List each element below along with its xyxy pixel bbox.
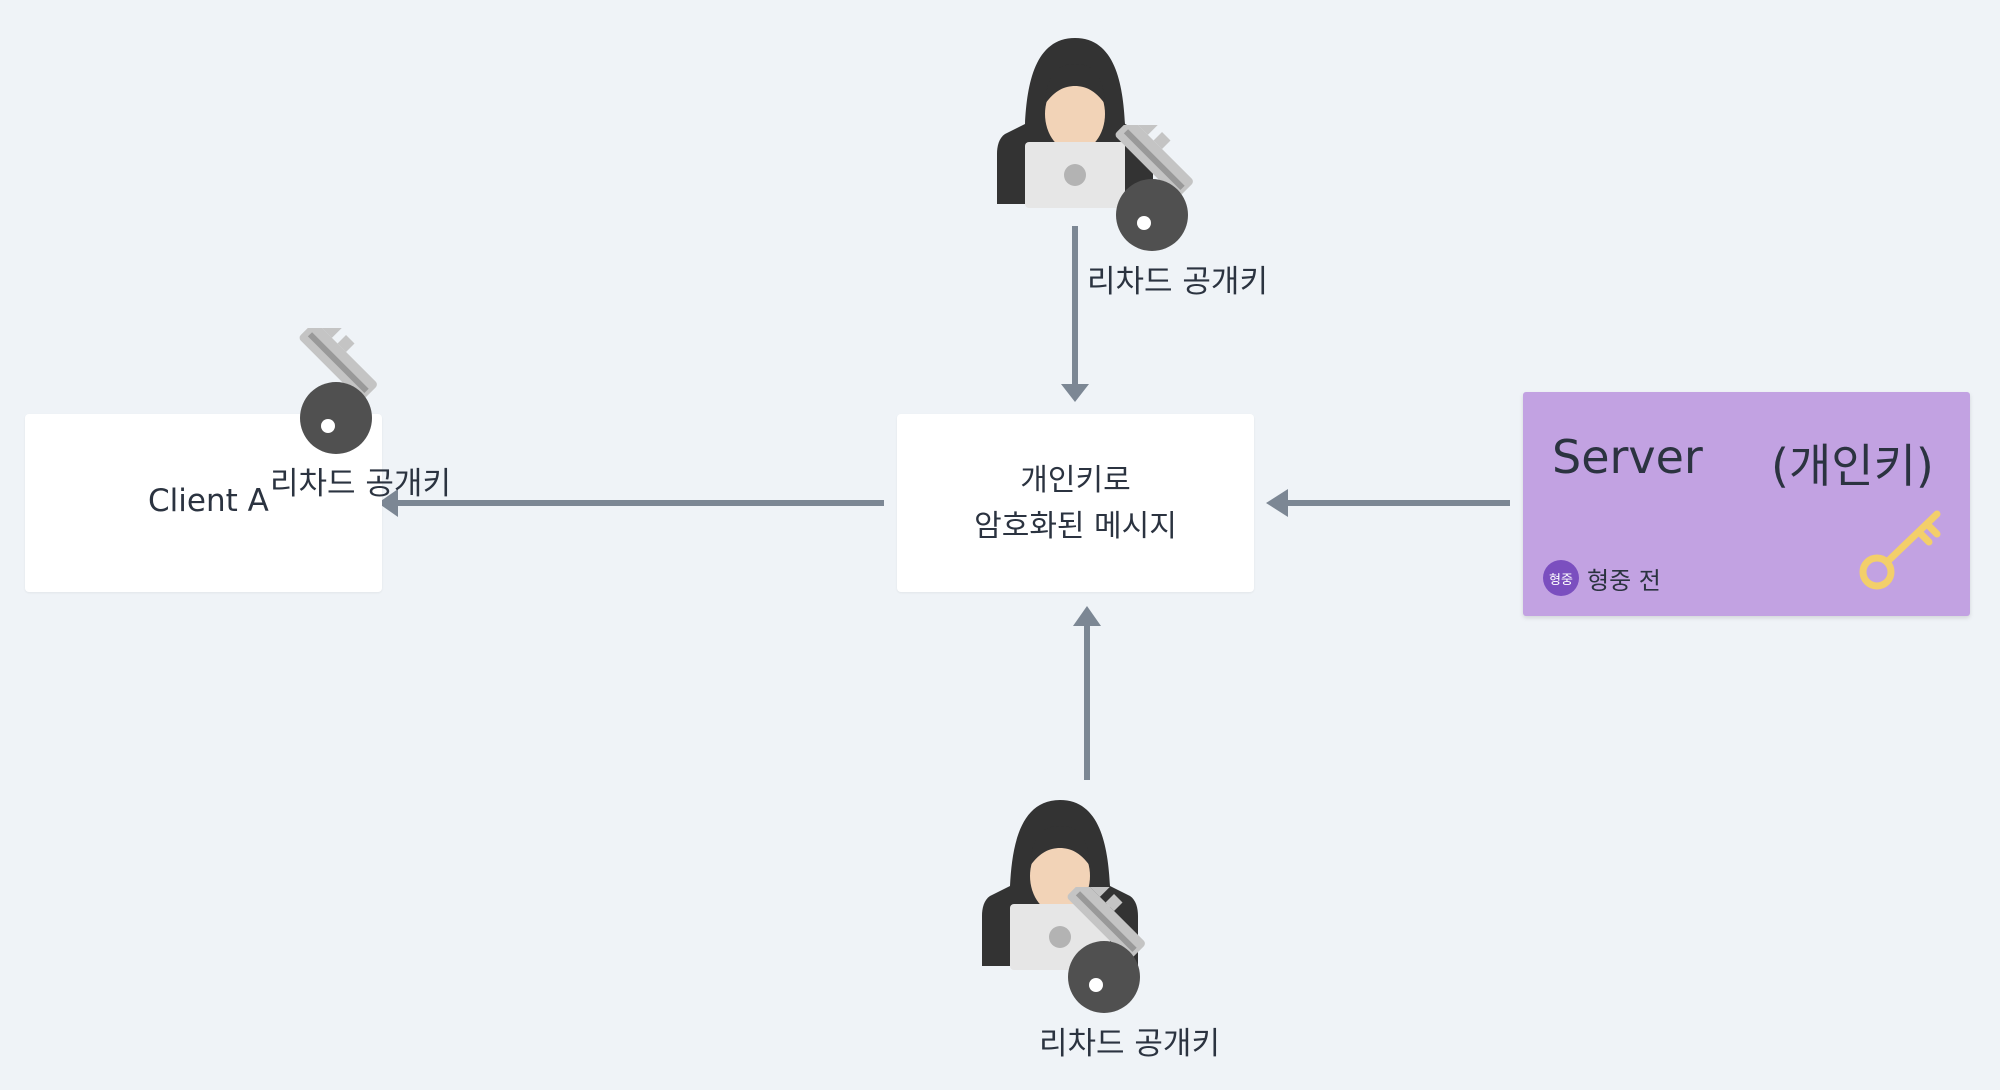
- gray-key-icon-bottom: [1067, 887, 1145, 1013]
- sticky-author: 형중 형중 전: [1543, 560, 1661, 596]
- server-title: Server: [1552, 430, 1703, 484]
- message-line-1: 개인키로: [1020, 463, 1131, 498]
- server-sticky-note[interactable]: Server (개인키) 형중 형중 전: [1523, 392, 1970, 616]
- bottom-key-label: 리차드 공개키: [1039, 1026, 1220, 1062]
- arrow-top-to-message: [1061, 226, 1089, 402]
- arrow-server-to-message: [1266, 489, 1510, 517]
- client-label: Client A: [148, 483, 269, 519]
- server-subtitle: (개인키): [1771, 439, 1934, 493]
- arrow-bottom-to-message: [1073, 606, 1101, 780]
- gray-key-icon-top: [1115, 125, 1193, 251]
- top-key-label: 리차드 공개키: [1087, 264, 1268, 300]
- client-key-label: 리차드 공개키: [270, 466, 451, 502]
- encrypted-message-box[interactable]: [897, 414, 1254, 592]
- gray-key-icon-client: [299, 328, 377, 454]
- hacker-icon-top: [997, 38, 1153, 208]
- author-name: 형중 전: [1587, 566, 1661, 595]
- encrypted-message-label: 개인키로 암호화된 메시지: [897, 458, 1254, 550]
- arrow-message-to-client: [378, 489, 884, 517]
- gold-key-icon: [1859, 510, 1941, 590]
- message-line-2: 암호화된 메시지: [974, 509, 1177, 544]
- author-avatar: 형중: [1543, 560, 1579, 596]
